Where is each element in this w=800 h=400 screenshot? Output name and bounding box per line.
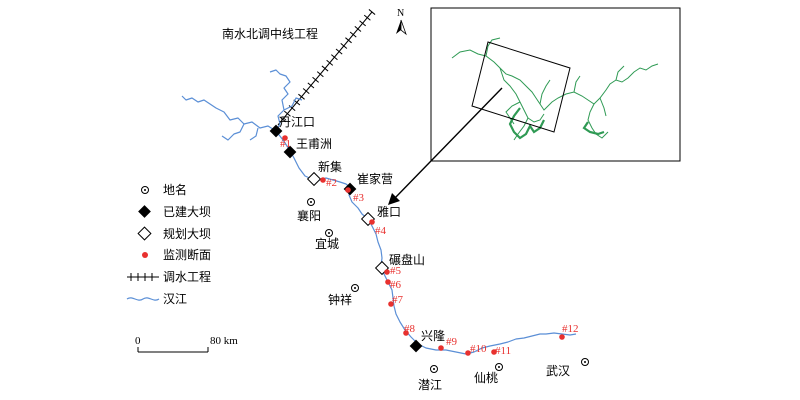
place-markers <box>307 198 589 373</box>
station-point-11 <box>491 349 497 355</box>
dam-xinji <box>306 171 322 187</box>
dams <box>269 124 423 353</box>
place-marker-qianjiang <box>430 365 438 373</box>
north-label: N <box>397 8 404 19</box>
label-wangfuzhou: 王甫洲 <box>296 137 332 151</box>
station-label-3: #3 <box>353 192 365 204</box>
diversion-tick <box>349 31 357 38</box>
diversion-tick <box>298 93 305 100</box>
dam-danjiangkou <box>269 124 283 138</box>
legend-label-planned-dam: 规划大坝 <box>163 226 211 241</box>
legend-label-monitoring: 监测断面 <box>163 247 211 262</box>
station-label-4: #4 <box>375 225 387 237</box>
legend-place-icon <box>141 186 149 194</box>
diversion-tick <box>316 71 324 78</box>
north-arrow: N <box>396 8 407 36</box>
monitoring-stations <box>282 135 565 356</box>
place-marker-yicheng <box>325 229 333 237</box>
legend-diversion-icon <box>127 273 159 281</box>
station-label-11: #11 <box>495 345 511 357</box>
label-xiangyang: 襄阳 <box>297 208 321 223</box>
station-point-12 <box>559 334 565 340</box>
diversion-tick <box>331 54 338 61</box>
label-cuijiaying: 崔家营 <box>357 171 393 186</box>
legend-label-diversion: 调水工程 <box>163 269 211 284</box>
scale-bar <box>137 347 209 353</box>
dam-xinglong <box>409 339 423 353</box>
diversion-tick <box>326 59 334 66</box>
station-point-3 <box>345 187 351 193</box>
diversion-tick <box>307 82 315 89</box>
scale-end-label: 80 km <box>210 335 238 347</box>
locator-arrow <box>388 87 503 205</box>
diversion-tick <box>345 37 352 44</box>
station-label-8: #8 <box>404 323 416 335</box>
diversion-tick <box>340 42 348 49</box>
label-xinglong: 兴隆 <box>421 328 445 343</box>
legend-monitoring-icon <box>142 252 148 258</box>
legend: 地名 已建大坝 规划大坝 监测断面 调水工程 汉江 <box>126 182 211 306</box>
scale-start-label: 0 <box>135 335 141 347</box>
station-label-10: #10 <box>470 343 487 355</box>
station-label-12: #12 <box>562 323 579 335</box>
station-point-9 <box>438 345 444 351</box>
diversion-tick <box>321 65 329 72</box>
station-point-1 <box>282 135 288 141</box>
place-marker-xiantao <box>495 363 503 371</box>
diversion-tick <box>363 14 371 21</box>
station-label-7: #7 <box>392 294 404 306</box>
label-nianpanshan: 碾盘山 <box>389 252 425 267</box>
station-point-2 <box>320 177 326 183</box>
legend-river-icon <box>126 297 160 301</box>
label-xiantao: 仙桃 <box>474 370 498 385</box>
label-qianjiang: 潜江 <box>418 378 442 392</box>
label-danjiangkou: 丹江口 <box>279 115 315 129</box>
place-marker-xiangyang <box>307 198 315 206</box>
legend-label-place: 地名 <box>163 182 187 197</box>
diversion-tick <box>354 26 362 32</box>
place-marker-wuhan <box>581 358 589 366</box>
label-project: 南水北调中线工程 <box>222 26 318 41</box>
diversion-tick <box>359 20 366 27</box>
station-point-8 <box>403 330 409 336</box>
dam-wangfuzhou <box>283 145 297 159</box>
station-label-6: #6 <box>390 279 402 291</box>
station-label-1: #1 <box>280 138 291 150</box>
label-yicheng: 宜城 <box>315 236 339 251</box>
label-yakou: 雅口 <box>377 204 401 219</box>
station-label-9: #9 <box>446 336 458 348</box>
diversion-tick <box>302 88 310 95</box>
legend-built-dam-icon <box>138 205 151 218</box>
station-label-5: #5 <box>390 265 402 277</box>
label-wuhan: 武汉 <box>546 364 570 378</box>
station-point-5 <box>384 269 390 275</box>
inset-map <box>430 7 681 162</box>
diversion-tick <box>368 9 376 15</box>
diversion-tick <box>279 116 287 123</box>
label-zhongxiang: 钟祥 <box>328 292 352 307</box>
legend-planned-dam-icon <box>137 226 152 241</box>
station-point-7 <box>388 301 394 307</box>
inset-study-area-box <box>471 41 571 133</box>
station-label-2: #2 <box>326 177 337 189</box>
water-diversion-line <box>277 9 376 126</box>
legend-label-river: 汉江 <box>163 292 187 306</box>
station-point-10 <box>465 350 471 356</box>
inset-highlight <box>508 107 605 140</box>
inset-frame <box>430 7 681 162</box>
diversion-tick <box>284 110 291 117</box>
diversion-tick <box>335 48 343 55</box>
place-marker-zhongxiang <box>351 284 359 292</box>
station-point-4 <box>369 219 375 225</box>
legend-label-built-dam: 已建大坝 <box>163 205 211 219</box>
han-river <box>181 69 577 355</box>
diversion-tick <box>312 76 319 83</box>
label-xinji: 新集 <box>318 159 342 174</box>
station-point-6 <box>385 279 391 285</box>
